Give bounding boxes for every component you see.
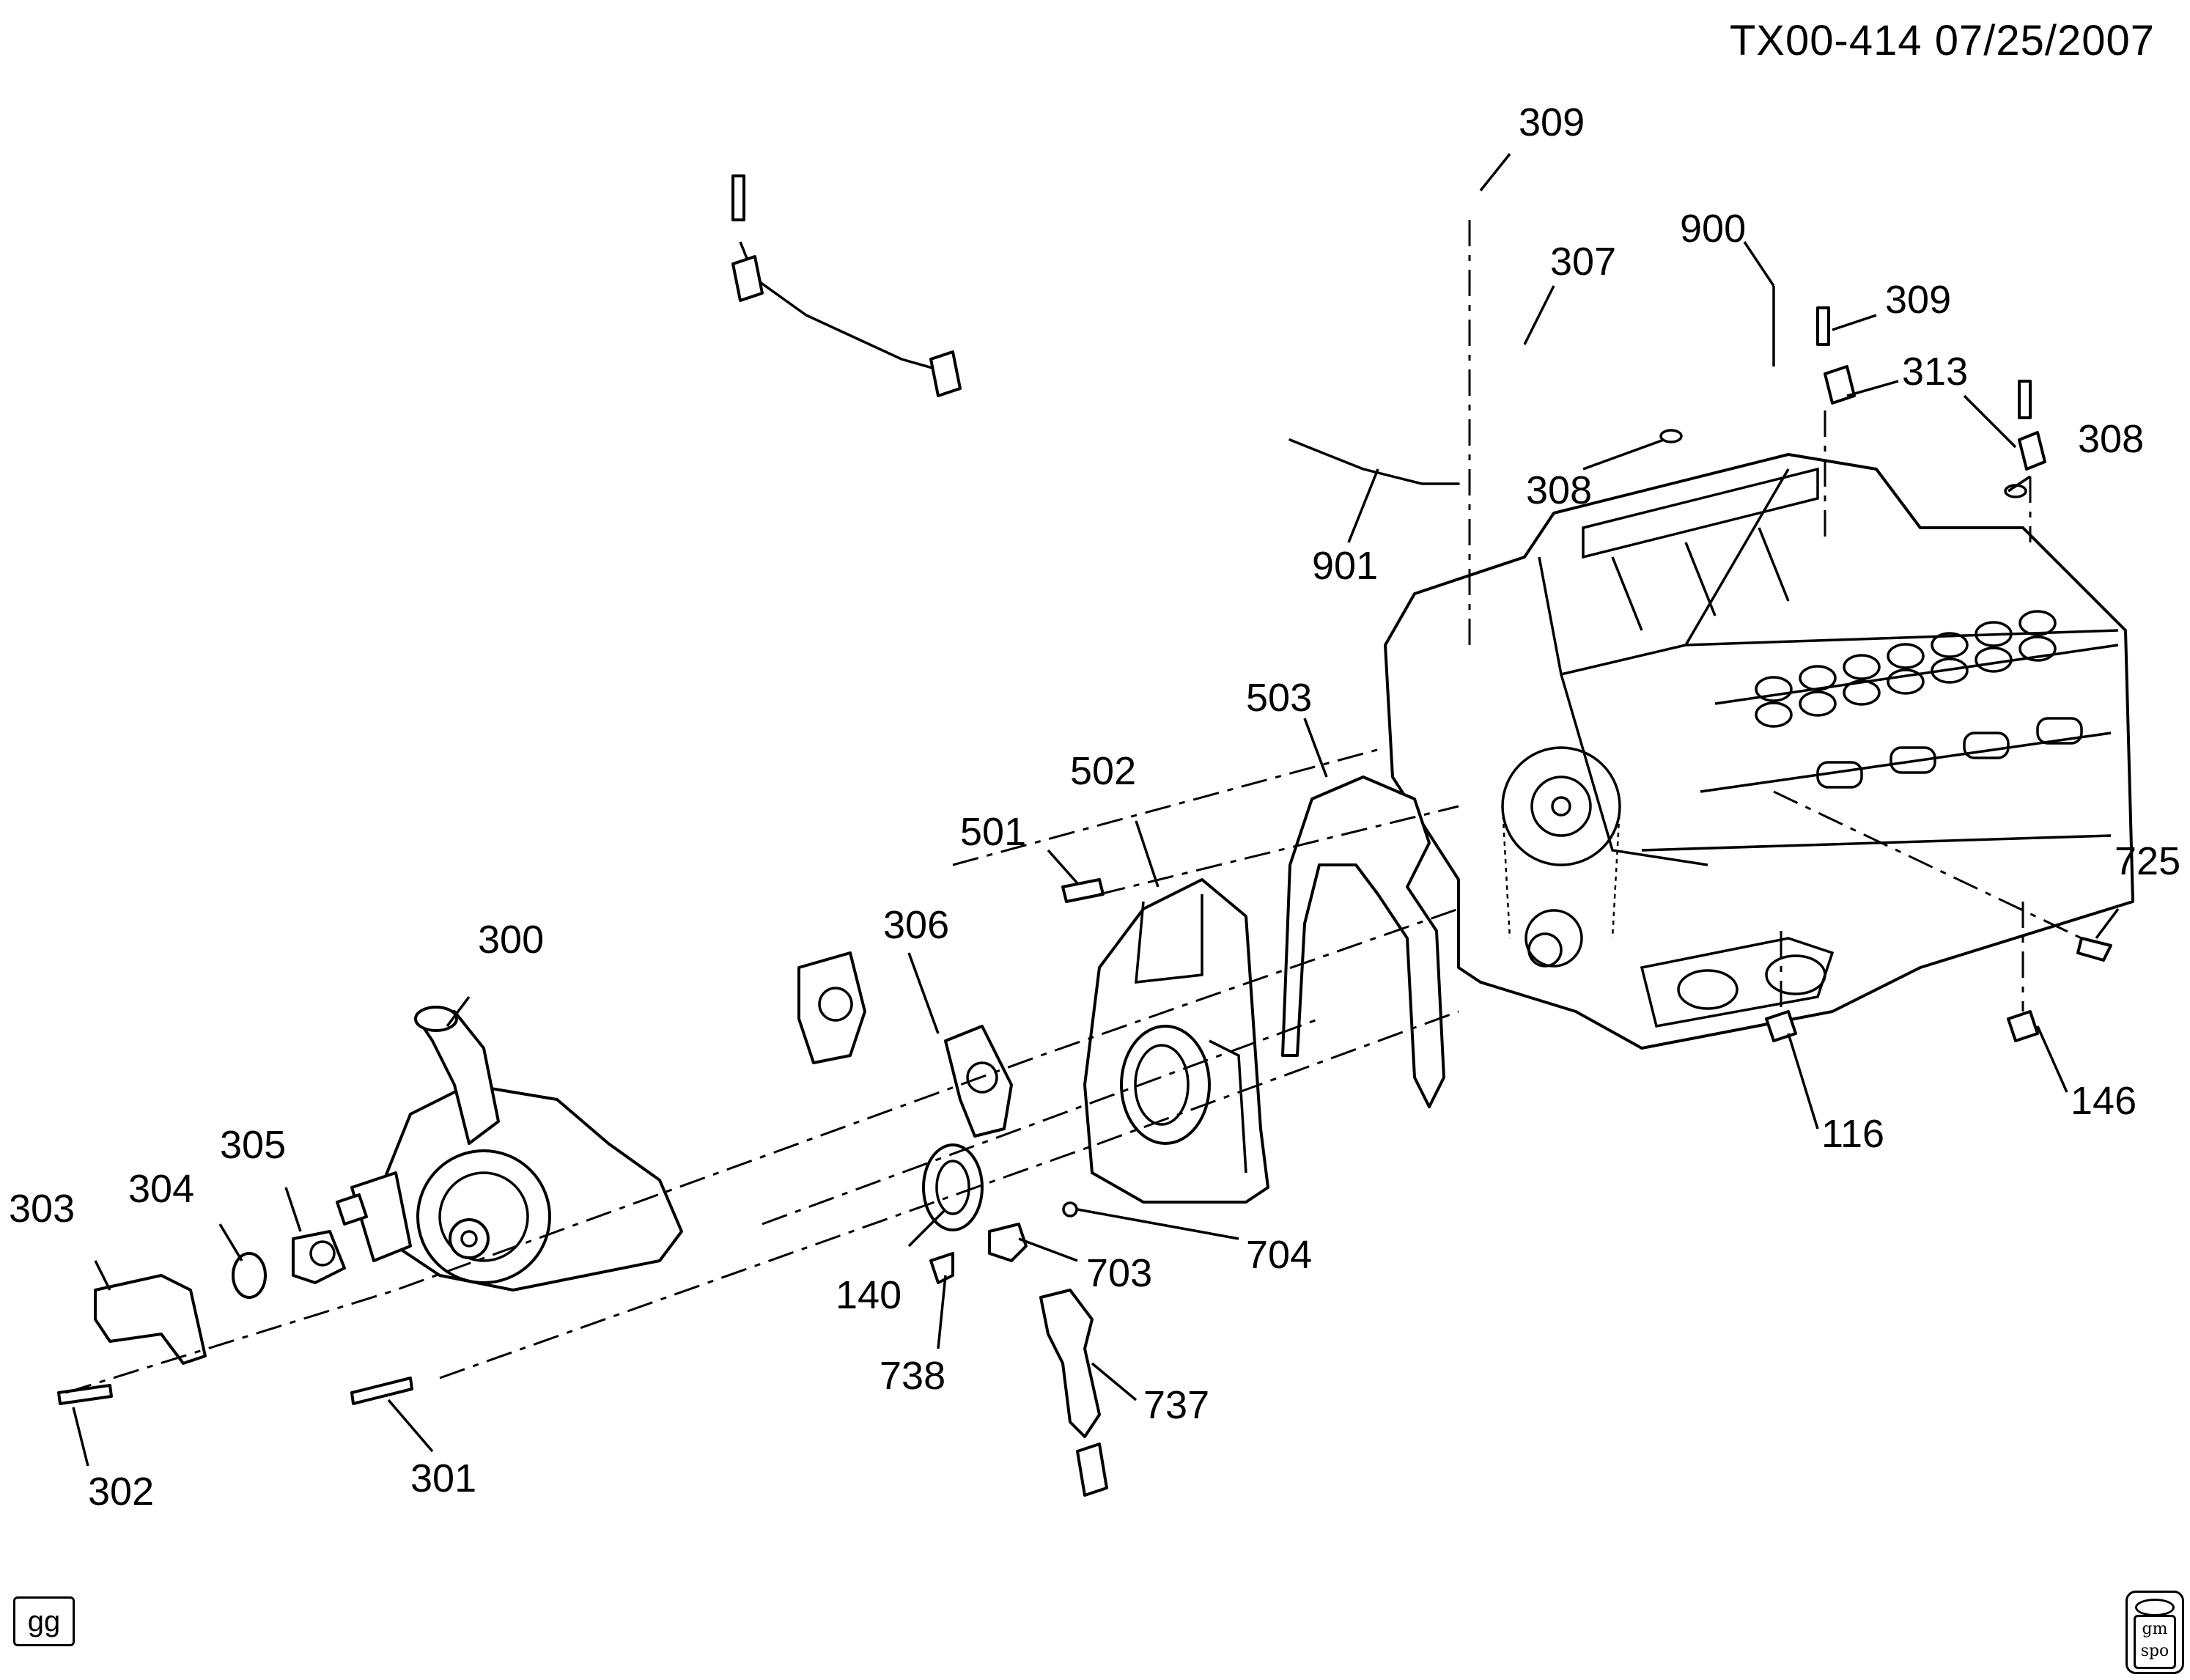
callout-725-sensor[interactable]: 725 <box>2115 839 2181 883</box>
callout-308-seal-left[interactable]: 308 <box>1526 468 1593 512</box>
callout-307-heater-pipe[interactable]: 307 <box>1550 240 1617 284</box>
callout-502-timing-cover[interactable]: 502 <box>1070 749 1137 793</box>
callout-300-water-pump[interactable]: 300 <box>478 918 545 962</box>
callout-302-outlet-bolt[interactable]: 302 <box>88 1470 155 1514</box>
crankshaft-front-seal <box>922 1143 984 1231</box>
logo-cap-shape <box>2135 1599 2175 1616</box>
bolts <box>57 174 2112 1405</box>
callout-116-plug[interactable]: 116 <box>1821 1112 1885 1156</box>
illustrator-badge: gg <box>13 1596 75 1646</box>
front-cover-gasket <box>1281 775 1445 1108</box>
callout-309-bolt-right[interactable]: 309 <box>1885 278 1952 322</box>
callout-704-o-ring[interactable]: 704 <box>1246 1233 1313 1277</box>
callout-301-pump-bolt[interactable]: 301 <box>410 1456 477 1500</box>
diagram-code-and-date: TX00-414 07/25/2007 <box>1729 17 2155 65</box>
callout-901-bypass-hose[interactable]: 901 <box>1312 544 1379 588</box>
sensor-o-ring <box>1062 1201 1078 1217</box>
callout-900-coolant-tube[interactable]: 900 <box>1680 207 1747 251</box>
callout-304-thermostat-seal[interactable]: 304 <box>128 1167 195 1211</box>
callout-146-plug[interactable]: 146 <box>2071 1079 2137 1123</box>
callout-501-cover-bolt[interactable]: 501 <box>960 810 1027 854</box>
thermostat-outlet <box>94 1274 207 1365</box>
callout-309-bolt-top[interactable]: 309 <box>1519 100 1585 144</box>
callout-140-crank-seal[interactable]: 140 <box>836 1273 902 1317</box>
leader-lines <box>72 152 2120 1467</box>
crankshaft-position-sensor <box>988 1223 1028 1262</box>
front-timing-cover <box>1083 878 1269 1204</box>
alignment-lines <box>65 220 2082 1394</box>
engine-block <box>1384 453 2134 1050</box>
callout-308-seal-right[interactable]: 308 <box>2078 417 2145 461</box>
thermostat-seal <box>232 1252 267 1299</box>
water-pump <box>336 1006 683 1292</box>
sensor-wiring-harness <box>1039 1289 1101 1438</box>
coolant-bypass-hose <box>1288 438 1460 485</box>
callout-313-bracket[interactable]: 313 <box>1902 350 1969 394</box>
callout-306-pump-gasket[interactable]: 306 <box>883 903 950 947</box>
heater-pipe <box>739 241 954 375</box>
callout-303-thermostat-outlet[interactable]: 303 <box>9 1187 75 1231</box>
water-pump-gasket-left <box>797 951 866 1064</box>
thermostat <box>292 1230 346 1284</box>
callout-738-sensor-bolt[interactable]: 738 <box>880 1354 946 1398</box>
callout-503-cover-gasket[interactable]: 503 <box>1246 676 1313 720</box>
callout-305-thermostat[interactable]: 305 <box>220 1123 287 1167</box>
callout-703-crank-sensor[interactable]: 703 <box>1086 1251 1153 1295</box>
water-pump-gasket-right <box>944 1025 1013 1138</box>
callout-737-wiring-harness[interactable]: 737 <box>1143 1383 1210 1427</box>
